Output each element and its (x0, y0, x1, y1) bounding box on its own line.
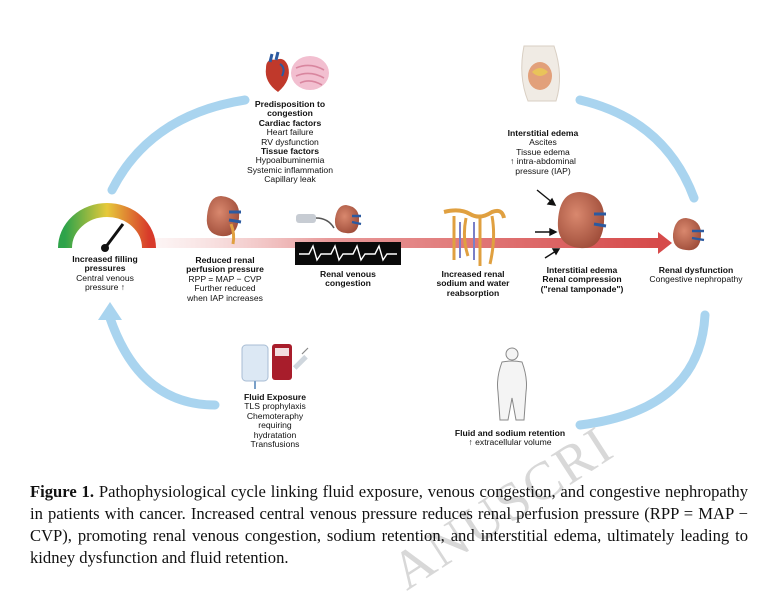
gauge-icon (58, 203, 156, 252)
perfusion-item: Further reduced (194, 283, 256, 294)
cardiac-item: RV dysfunction (261, 136, 319, 147)
fluid-exposure-heading: Fluid Exposure (243, 392, 307, 402)
body-silhouette-icon (497, 347, 527, 421)
edema-item: Ascites (529, 137, 557, 148)
edema-item: ↑ intra-abdominal (510, 156, 576, 167)
sodium-reabsorption-label: Increased renal sodium and water reabsor… (420, 269, 526, 298)
fluid-exposure-item: Chemoteraphy (246, 410, 304, 421)
nephron-icon (443, 208, 506, 266)
fluid-exposure-item: Transfusions (250, 439, 300, 450)
interstitial-edema-heading: Interstitial edema (507, 128, 579, 138)
cycle-arrow-top-left (107, 95, 250, 195)
edema-item: Tissue edema (516, 146, 570, 157)
venous-congestion-label: Renal venous congestion (300, 269, 396, 289)
fluid-retention-label: Fluid and sodium retention ↑ extracellul… (440, 428, 580, 448)
cardiac-heading: Cardiac factors (258, 117, 322, 128)
predisposition-label: Predisposition to congestion Cardiac fac… (225, 99, 355, 185)
abdomen-icon (521, 45, 560, 102)
renal-compression-label: Interstitial edema Renal compression ("r… (522, 265, 642, 294)
tissue-item: Hypoalbuminemia (255, 155, 325, 166)
renal-dysfunction-label: Renal dysfunction Congestive nephropathy (636, 265, 756, 285)
fluid-exposure-item: TLS prophylaxis (244, 401, 306, 412)
cycle-arrow-bottom-left (105, 313, 220, 410)
figure-caption: Figure 1. Pathophysiological cycle linki… (30, 481, 748, 569)
kidney-icon (557, 192, 607, 249)
fluid-exposure-item: requiring (258, 420, 292, 431)
filling-item: pressure ↑ (84, 282, 126, 293)
compression-heading: Interstitial edema Renal compression ("r… (540, 265, 624, 294)
perfusion-item: RPP = MAP − CVP (188, 273, 262, 284)
perfusion-item: when IAP increases (187, 292, 263, 303)
heart-icon (265, 51, 289, 92)
caption-text: Pathophysiological cycle linking fluid e… (30, 482, 748, 567)
ultrasound-probe-icon (296, 214, 335, 229)
tissue-item: Systemic inflammation (247, 164, 333, 175)
fluid-retention-heading: Fluid and sodium retention (454, 428, 566, 438)
cycle-arrows (105, 95, 710, 430)
iv-bag-icon (241, 344, 269, 389)
fluid-exposure-label: Fluid Exposure TLS prophylaxis Chemotera… (220, 392, 330, 450)
reduced-perfusion-label: Reduced renal perfusion pressure RPP = M… (165, 255, 285, 303)
cycle-arrow-bottom-right (575, 310, 710, 430)
tissue-item: Capillary leak (264, 174, 316, 185)
cardiac-item: Heart failure (266, 127, 314, 138)
pressure-arrow-icon (535, 189, 561, 259)
dysfunction-item: Congestive nephropathy (649, 274, 743, 285)
tissue-heading: Tissue factors (260, 146, 320, 157)
predisposition-heading: Predisposition to congestion (254, 99, 326, 119)
syringe-icon (292, 347, 309, 370)
kidney-icon (334, 205, 362, 234)
fluid-exposure-item: hydratation (253, 429, 297, 440)
cycle-diagram (58, 45, 710, 430)
dysfunction-heading: Renal dysfunction (658, 265, 734, 275)
main-arrow-head (658, 232, 672, 254)
reduced-perfusion-heading: Reduced renal perfusion pressure (186, 255, 264, 275)
cycle-arrowheads (98, 302, 122, 320)
venous-congestion-heading: Renal venous congestion (320, 269, 376, 289)
doppler-waveform-icon (295, 242, 401, 265)
filling-item: Central venous (76, 272, 134, 283)
kidney-icon (672, 218, 705, 251)
edema-item: pressure (IAP) (515, 165, 571, 176)
filling-pressures-label: Increased filling pressures Central veno… (50, 254, 160, 293)
tissue-icon (291, 56, 329, 90)
blood-bag-icon (272, 344, 292, 380)
sodium-heading: Increased renal sodium and water reabsor… (436, 269, 510, 298)
fluid-retention-item: ↑ extracellular volume (468, 437, 552, 448)
interstitial-edema-top-label: Interstitial edema Ascites Tissue edema … (488, 128, 598, 176)
figure-label: Figure 1. (30, 482, 94, 501)
filling-heading: Increased filling pressures (72, 254, 138, 274)
kidney-icon (206, 196, 242, 245)
main-arrow-shaft (150, 238, 660, 248)
cycle-arrow-top-right (575, 95, 699, 203)
